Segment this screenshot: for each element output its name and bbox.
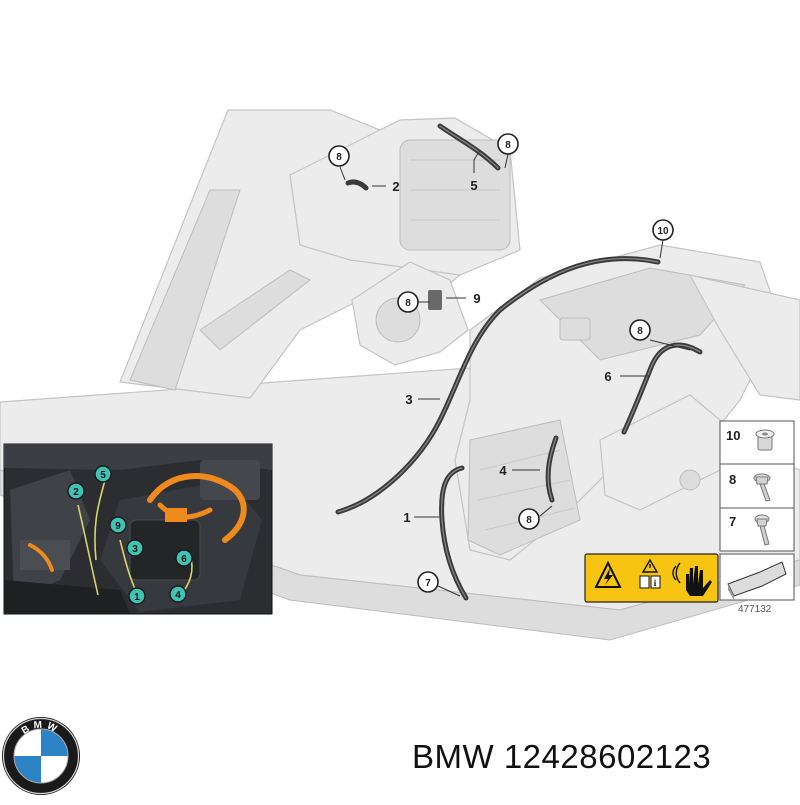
svg-text:4: 4 xyxy=(175,590,181,601)
photo-marker-4: 4 xyxy=(169,585,187,603)
svg-text:2: 2 xyxy=(73,487,79,498)
subframe-rib xyxy=(199,269,311,351)
svg-text:8: 8 xyxy=(526,515,532,526)
svg-text:i: i xyxy=(654,578,657,588)
callout-8-d[interactable]: 8 xyxy=(629,319,651,341)
part-label-2[interactable]: 2 xyxy=(392,179,399,194)
callout-7[interactable]: 7 xyxy=(417,571,439,593)
part-label-1[interactable]: 1 xyxy=(403,510,410,525)
legend-row-7[interactable]: 7 xyxy=(729,514,770,546)
high-voltage-warning-icon xyxy=(594,560,622,588)
part-labels: 2 5 9 3 6 4 1 xyxy=(392,178,611,525)
diagram-reference-number: 477132 xyxy=(738,604,772,615)
part-number: 12428602123 xyxy=(503,738,712,775)
warning-label: i xyxy=(584,553,719,603)
direction-arrow-box xyxy=(719,553,795,601)
callout-8-a[interactable]: 8 xyxy=(328,145,350,167)
svg-text:10: 10 xyxy=(657,226,669,237)
subframe-web xyxy=(129,189,241,391)
svg-text:10: 10 xyxy=(726,428,740,443)
photo-marker-9: 9 xyxy=(109,516,127,534)
hose-2 xyxy=(345,179,369,191)
leader-lines xyxy=(339,149,691,597)
callout-8-c[interactable]: 8 xyxy=(397,291,419,313)
svg-text:8: 8 xyxy=(405,298,411,309)
svg-text:8: 8 xyxy=(637,326,643,337)
brand-part-number-caption: BMW 12428602123 xyxy=(412,738,711,776)
photo-marker-6: 6 xyxy=(175,549,193,567)
callout-8-b[interactable]: 8 xyxy=(497,133,519,155)
side-bracket-hole xyxy=(679,469,701,491)
hoses xyxy=(335,123,703,601)
svg-text:6: 6 xyxy=(181,554,187,565)
svg-text:1: 1 xyxy=(134,592,140,603)
svg-text:3: 3 xyxy=(132,544,138,555)
fastener-legend: 10 8 7 xyxy=(719,420,795,552)
svg-text:8: 8 xyxy=(336,152,342,163)
frame-corner xyxy=(688,274,800,401)
vehicle-frame-drawing xyxy=(0,109,800,641)
part-label-4[interactable]: 4 xyxy=(499,463,507,478)
svg-text:5: 5 xyxy=(100,470,106,481)
callout-8-e[interactable]: 8 xyxy=(518,508,540,530)
part-label-9[interactable]: 9 xyxy=(473,291,480,306)
flange-bolt-icon xyxy=(753,473,771,502)
circled-callouts: 8 8 10 8 8 8 7 xyxy=(328,133,674,593)
direction-arrow-icon xyxy=(727,561,787,600)
upper-module-lines xyxy=(410,159,500,221)
bmw-logo: BMW xyxy=(2,717,80,795)
svg-text:7: 7 xyxy=(425,578,431,589)
legend-row-10[interactable]: 10 xyxy=(726,428,775,451)
brand-name: BMW xyxy=(412,738,495,775)
photo-marker-2: 2 xyxy=(67,482,85,500)
svg-text:7: 7 xyxy=(729,514,736,529)
photo-marker-3: 3 xyxy=(126,539,144,557)
torx-screw-icon xyxy=(754,514,770,546)
svg-text:9: 9 xyxy=(115,521,121,532)
part-label-5[interactable]: 5 xyxy=(470,178,477,193)
svg-text:8: 8 xyxy=(505,140,511,151)
upper-module-housing xyxy=(399,139,511,251)
sleeve-nut-icon xyxy=(755,429,775,451)
no-touch-hand-icon xyxy=(672,562,712,596)
photo-marker-5: 5 xyxy=(94,465,112,483)
callout-10[interactable]: 10 xyxy=(652,219,674,241)
read-manual-icon: i xyxy=(639,558,661,589)
drive-unit-connector xyxy=(559,317,591,341)
bracket-9 xyxy=(428,290,442,310)
part-label-6[interactable]: 6 xyxy=(604,369,611,384)
part-label-3[interactable]: 3 xyxy=(405,392,412,407)
legend-row-8[interactable]: 8 xyxy=(729,472,771,502)
engine-bay-photo-inset: 5 2 9 3 6 1 4 xyxy=(3,443,273,615)
svg-text:8: 8 xyxy=(729,472,736,487)
photo-marker-1: 1 xyxy=(128,587,146,605)
